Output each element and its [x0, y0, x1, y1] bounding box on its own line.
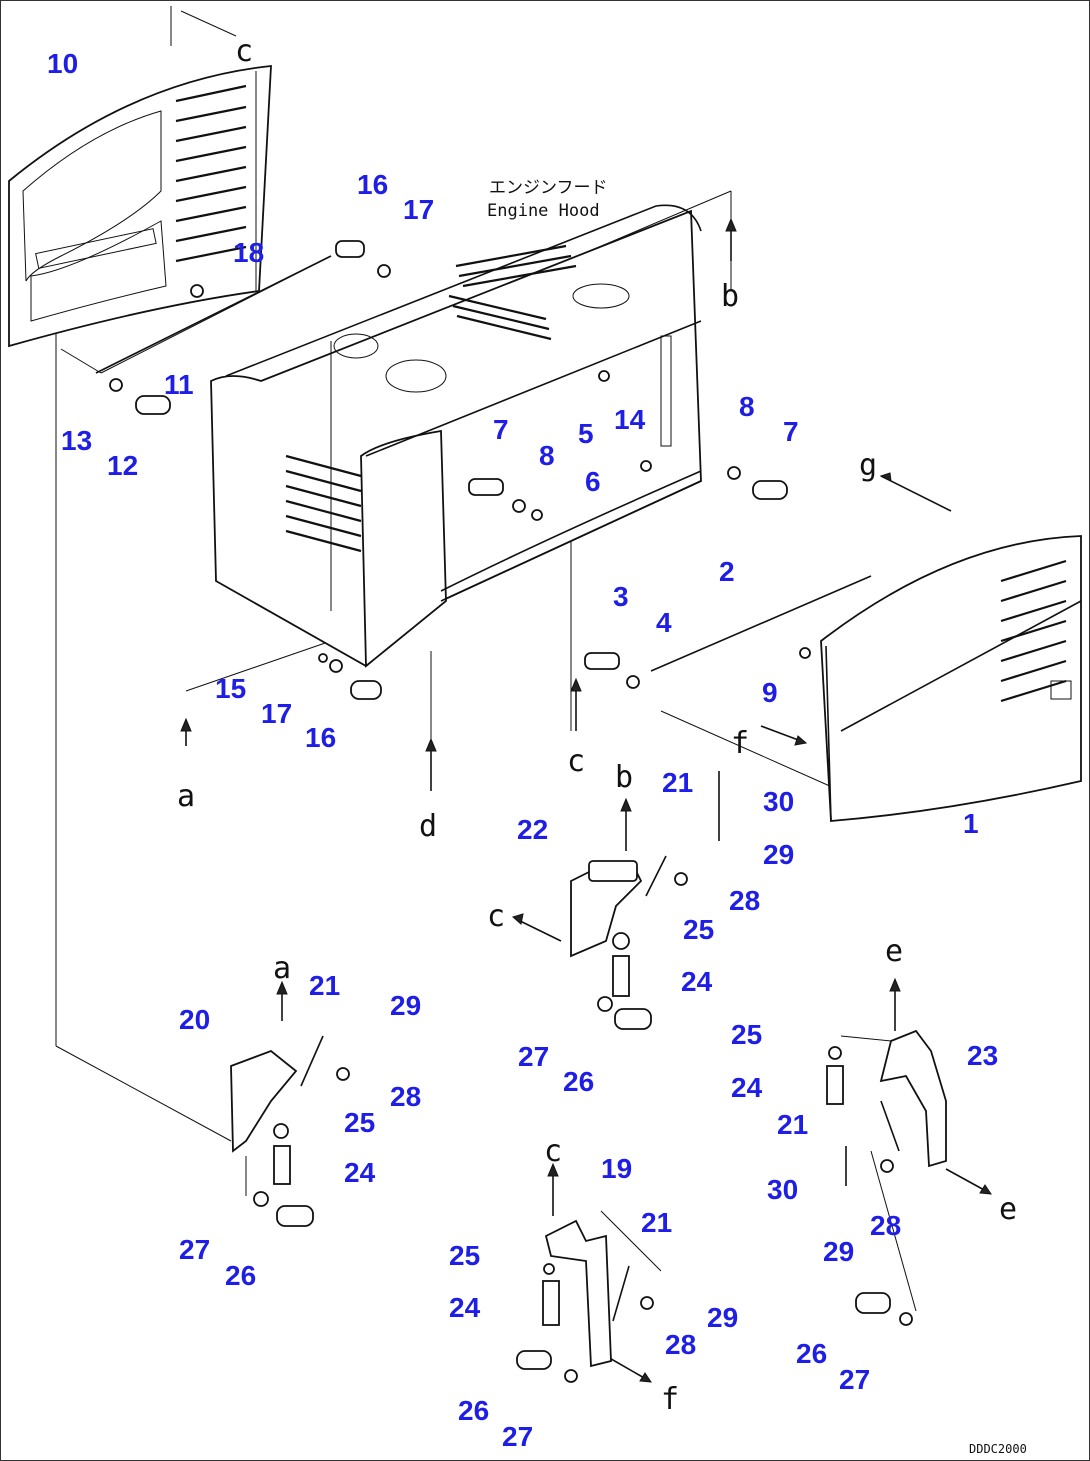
callout-24: 24	[344, 1157, 376, 1188]
callout-28: 28	[729, 885, 760, 916]
callout-22: 22	[517, 814, 548, 845]
callout-17: 17	[403, 194, 434, 225]
callout-8: 8	[539, 440, 555, 471]
ref-letter-e: e	[999, 1192, 1017, 1227]
callout-19: 19	[601, 1153, 632, 1184]
callout-20: 20	[179, 1004, 210, 1035]
hinge-19	[516, 1219, 654, 1383]
reference-arrows	[180, 217, 992, 1383]
ref-letter-b: b	[615, 760, 633, 795]
callout-28: 28	[665, 1329, 696, 1360]
callout-16: 16	[305, 722, 336, 753]
ref-letter-e: e	[885, 934, 903, 969]
callout-21: 21	[777, 1109, 808, 1140]
ref-letter-d: d	[419, 809, 437, 844]
part-1-side-door	[820, 535, 1082, 822]
stay-rods	[95, 255, 872, 1186]
callout-29: 29	[823, 1236, 854, 1267]
engine-hood-body	[210, 204, 702, 668]
callout-29: 29	[390, 990, 421, 1021]
callout-7: 7	[493, 414, 509, 445]
callout-17: 17	[261, 698, 292, 729]
callout-numbers: 1 2 3 4 5 6 7 7 8 8 9 10 11 12 13 14 15 …	[47, 48, 998, 1452]
callout-24: 24	[681, 966, 713, 997]
drawing-number: DDDC2000	[969, 1442, 1027, 1456]
callout-21: 21	[641, 1207, 672, 1238]
callout-27: 27	[839, 1364, 870, 1395]
callout-24: 24	[449, 1292, 481, 1323]
callout-18: 18	[233, 237, 264, 268]
callout-15: 15	[215, 673, 246, 704]
ref-letter-f: f	[731, 726, 749, 761]
callout-23: 23	[967, 1040, 998, 1071]
callout-27: 27	[179, 1234, 210, 1265]
callout-27: 27	[518, 1041, 549, 1072]
callout-1: 1	[963, 808, 979, 839]
hinge-22	[570, 855, 688, 1030]
ref-letter-a: a	[273, 951, 291, 986]
ref-letter-f: f	[661, 1382, 679, 1417]
callout-21: 21	[662, 767, 693, 798]
callout-16: 16	[357, 169, 388, 200]
ref-letter-c: c	[487, 899, 505, 934]
callout-25: 25	[344, 1107, 375, 1138]
callout-26: 26	[796, 1338, 827, 1369]
callout-28: 28	[390, 1081, 421, 1112]
callout-27: 27	[502, 1421, 533, 1452]
ref-letter-a: a	[177, 779, 195, 814]
hinge-23	[826, 1029, 947, 1326]
callout-25: 25	[731, 1019, 762, 1050]
callout-14: 14	[614, 404, 646, 435]
callout-12: 12	[107, 450, 138, 481]
callout-26: 26	[563, 1066, 594, 1097]
caption-japanese: エンジンフード	[489, 178, 608, 198]
part-10-rear-door	[8, 64, 272, 348]
ref-letter-c: c	[567, 744, 585, 779]
callout-29: 29	[763, 839, 794, 870]
callout-29: 29	[707, 1302, 738, 1333]
callout-9: 9	[762, 677, 778, 708]
callout-28: 28	[870, 1210, 901, 1241]
ref-letter-b: b	[721, 279, 739, 314]
callout-21: 21	[309, 970, 340, 1001]
callout-30: 30	[763, 786, 794, 817]
callout-4: 4	[656, 607, 672, 638]
hinge-20	[230, 1035, 350, 1227]
callout-7: 7	[783, 416, 799, 447]
callout-8: 8	[739, 391, 755, 422]
callout-26: 26	[458, 1395, 489, 1426]
callout-24: 24	[731, 1072, 763, 1103]
callout-2: 2	[719, 556, 735, 587]
reference-letters: a a b b c c c c d e e f f g	[177, 34, 1017, 1417]
callout-30: 30	[767, 1174, 798, 1205]
ref-letter-c: c	[544, 1134, 562, 1169]
callout-10: 10	[47, 48, 78, 79]
fasteners	[109, 240, 811, 700]
callout-11: 11	[164, 369, 194, 400]
callout-6: 6	[585, 466, 601, 497]
callout-26: 26	[225, 1260, 256, 1291]
callout-25: 25	[683, 914, 714, 945]
ref-letter-c: c	[235, 34, 253, 69]
ref-letter-g: g	[859, 448, 877, 483]
callout-3: 3	[613, 581, 629, 612]
callout-25: 25	[449, 1240, 480, 1271]
caption-english: Engine Hood	[487, 201, 600, 221]
callout-5: 5	[578, 418, 594, 449]
callout-13: 13	[61, 425, 92, 456]
